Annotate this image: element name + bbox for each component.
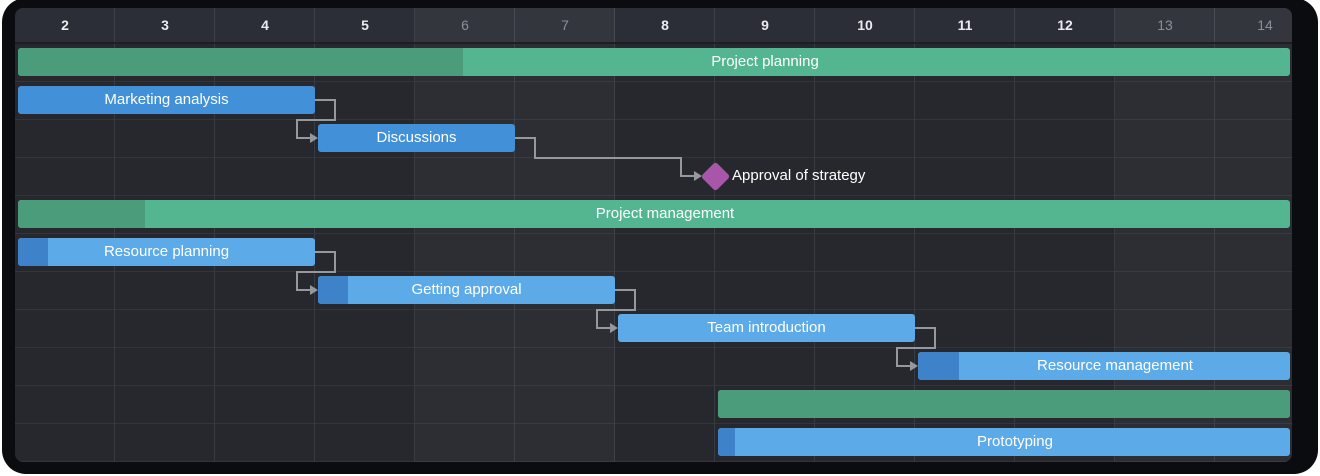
- task-label-resource-planning: Resource planning: [103, 243, 230, 260]
- timeline-day-2: 2: [15, 8, 115, 42]
- timeline-day-8: 8: [615, 8, 715, 42]
- weekend-column-shade: [415, 44, 615, 462]
- task-label-project-planning: Project planning: [711, 53, 819, 70]
- task-label-resource-management: Resource management: [1037, 357, 1193, 374]
- bar-progress[interactable]: [18, 200, 146, 228]
- bar-team-introduction[interactable]: [618, 314, 915, 342]
- bar-project-management[interactable]: [18, 200, 1290, 228]
- bar-progress[interactable]: [318, 276, 348, 304]
- bar-marketing-analysis[interactable]: [18, 86, 315, 114]
- timeline-day-6: 6: [415, 8, 515, 42]
- task-label-project-management: Project management: [595, 205, 735, 222]
- timeline-day-9: 9: [715, 8, 815, 42]
- timeline-day-4: 4: [215, 8, 315, 42]
- timeline-day-5: 5: [315, 8, 415, 42]
- bar-progress[interactable]: [18, 48, 464, 76]
- timeline-day-3: 3: [115, 8, 215, 42]
- link-arrowhead: [310, 285, 318, 295]
- milestone-approval-of-strategy[interactable]: [700, 161, 730, 191]
- task-label-getting-approval: Getting approval: [411, 281, 522, 298]
- bar-discussions[interactable]: [318, 124, 515, 152]
- timeline-day-12: 12: [1015, 8, 1115, 42]
- bar-prototyping[interactable]: [718, 428, 1290, 456]
- bar-progress[interactable]: [718, 390, 1290, 418]
- task-label-prototyping: Prototyping: [977, 433, 1053, 450]
- task-label-discussions: Discussions: [376, 129, 457, 146]
- timeline-day-14: 14: [1215, 8, 1292, 42]
- task-label-marketing-analysis: Marketing analysis: [104, 91, 229, 108]
- timeline-day-13: 13: [1115, 8, 1215, 42]
- bar-progress[interactable]: [918, 352, 959, 380]
- bar-progress[interactable]: [718, 428, 736, 456]
- header-divider: [15, 42, 1292, 44]
- bar-untitled-project[interactable]: [718, 390, 1290, 418]
- bar-progress[interactable]: [18, 238, 48, 266]
- timeline-day-11: 11: [915, 8, 1015, 42]
- timeline-day-10: 10: [815, 8, 915, 42]
- timeline-day-7: 7: [515, 8, 615, 42]
- bar-project-planning[interactable]: [18, 48, 1290, 76]
- milestone-label: Approval of strategy: [732, 167, 866, 184]
- task-label-team-introduction: Team introduction: [707, 319, 826, 336]
- link-arrowhead: [910, 361, 918, 371]
- link-arrowhead: [310, 133, 318, 143]
- bar-resource-planning[interactable]: [18, 238, 315, 266]
